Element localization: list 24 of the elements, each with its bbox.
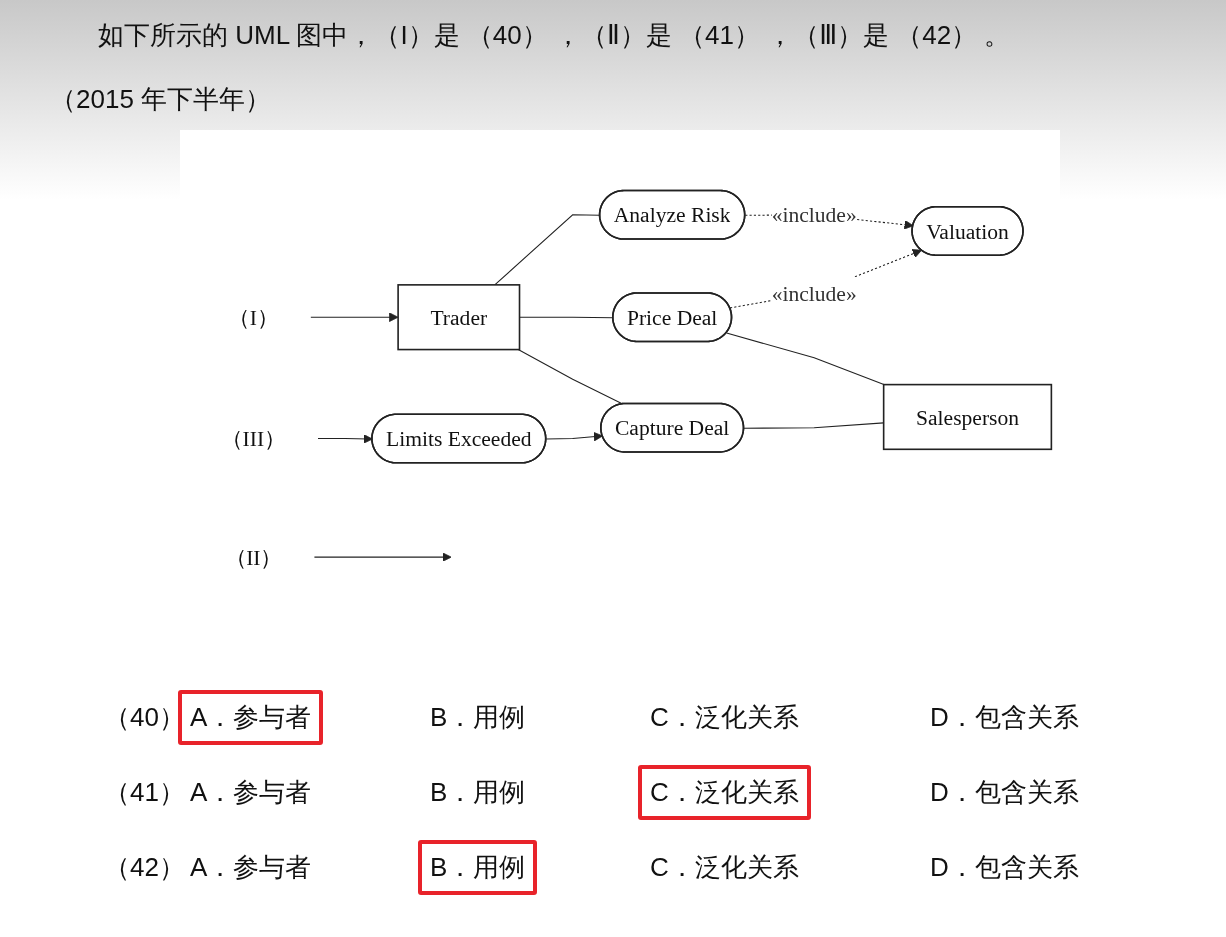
node-box: Salesperson: [882, 383, 1053, 451]
arrow: [317, 434, 373, 444]
node-text: （III）: [220, 426, 286, 451]
answer-option: A．参与者: [178, 690, 324, 745]
node-text: （II）: [224, 545, 283, 569]
answer-option: B．用例: [418, 840, 538, 895]
arrow: [313, 552, 452, 562]
connector: [726, 332, 885, 386]
edge-label: «include»: [771, 281, 857, 305]
node-text: （I）: [228, 305, 279, 330]
answer-option: B．用例: [418, 690, 538, 745]
answer-option: C．泛化关系: [638, 840, 811, 895]
question-text: 如下所示的 UML 图中，（I）是 （40） ，（Ⅱ）是 （41） ，（Ⅲ）是 （42） 。: [98, 19, 1011, 52]
answer-option: C．泛化关系: [638, 765, 811, 820]
arrow: [310, 312, 399, 322]
node-box: Trader: [397, 284, 521, 351]
answer-option: B．用例: [418, 765, 538, 820]
answer-option: D．包含关系: [918, 690, 1091, 745]
edge-label: «include»: [771, 202, 857, 227]
answer-option: D．包含关系: [918, 765, 1091, 820]
answer-option: C．泛化关系: [638, 690, 811, 745]
arrow: [545, 431, 603, 442]
answer-option: D．包含关系: [918, 840, 1091, 895]
year-note: （2015 年下半年）: [50, 83, 272, 116]
